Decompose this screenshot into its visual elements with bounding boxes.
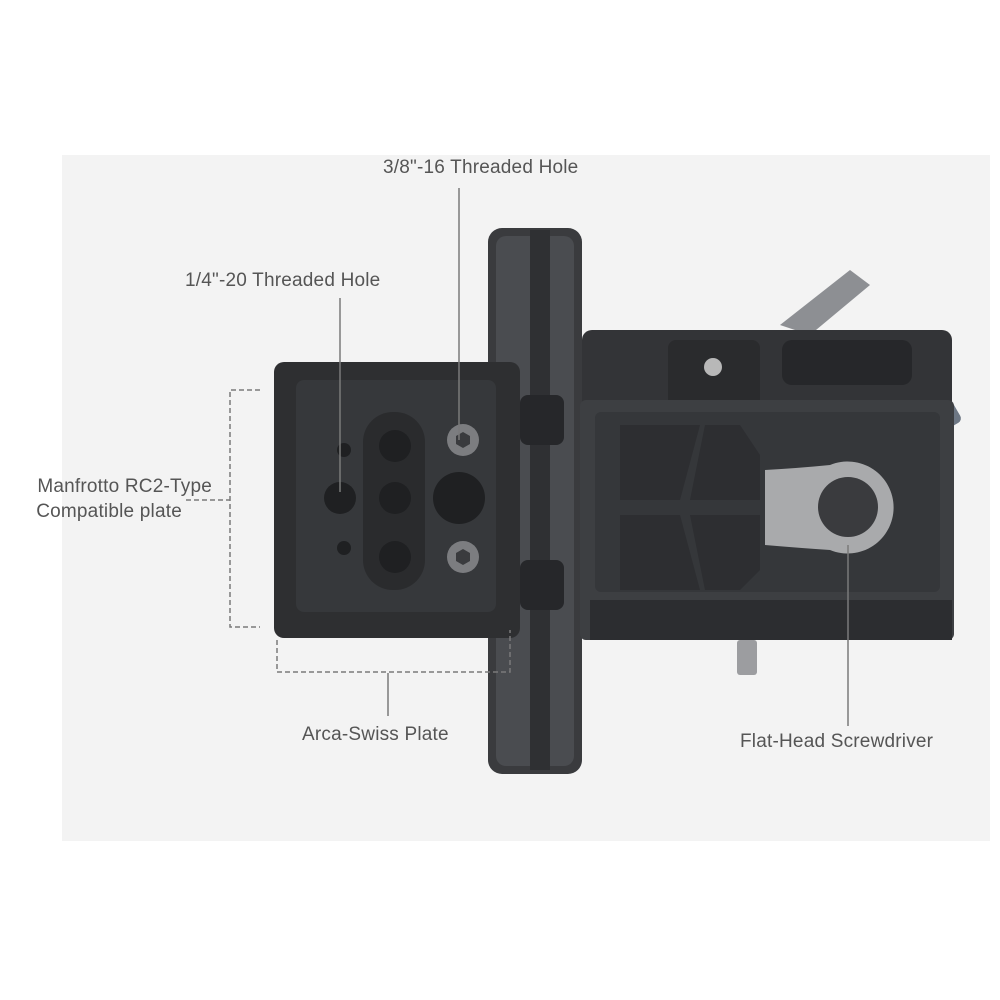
leader-lines bbox=[186, 188, 849, 726]
callout-38-threaded-hole: 3/8"-16 Threaded Hole bbox=[383, 157, 579, 178]
callout-flat-head-screwdriver: Flat-Head Screwdriver bbox=[740, 731, 934, 752]
callout-14-threaded-hole: 1/4"-20 Threaded Hole bbox=[185, 270, 381, 291]
callout-manfrotto-line2: Compatible plate bbox=[36, 501, 182, 522]
flat-head-screwdriver bbox=[765, 461, 894, 554]
callout-arca-swiss-plate: Arca-Swiss Plate bbox=[302, 724, 449, 745]
manfrotto-plate bbox=[274, 362, 520, 638]
callout-manfrotto-line1: Manfrotto RC2-Type bbox=[37, 476, 212, 497]
